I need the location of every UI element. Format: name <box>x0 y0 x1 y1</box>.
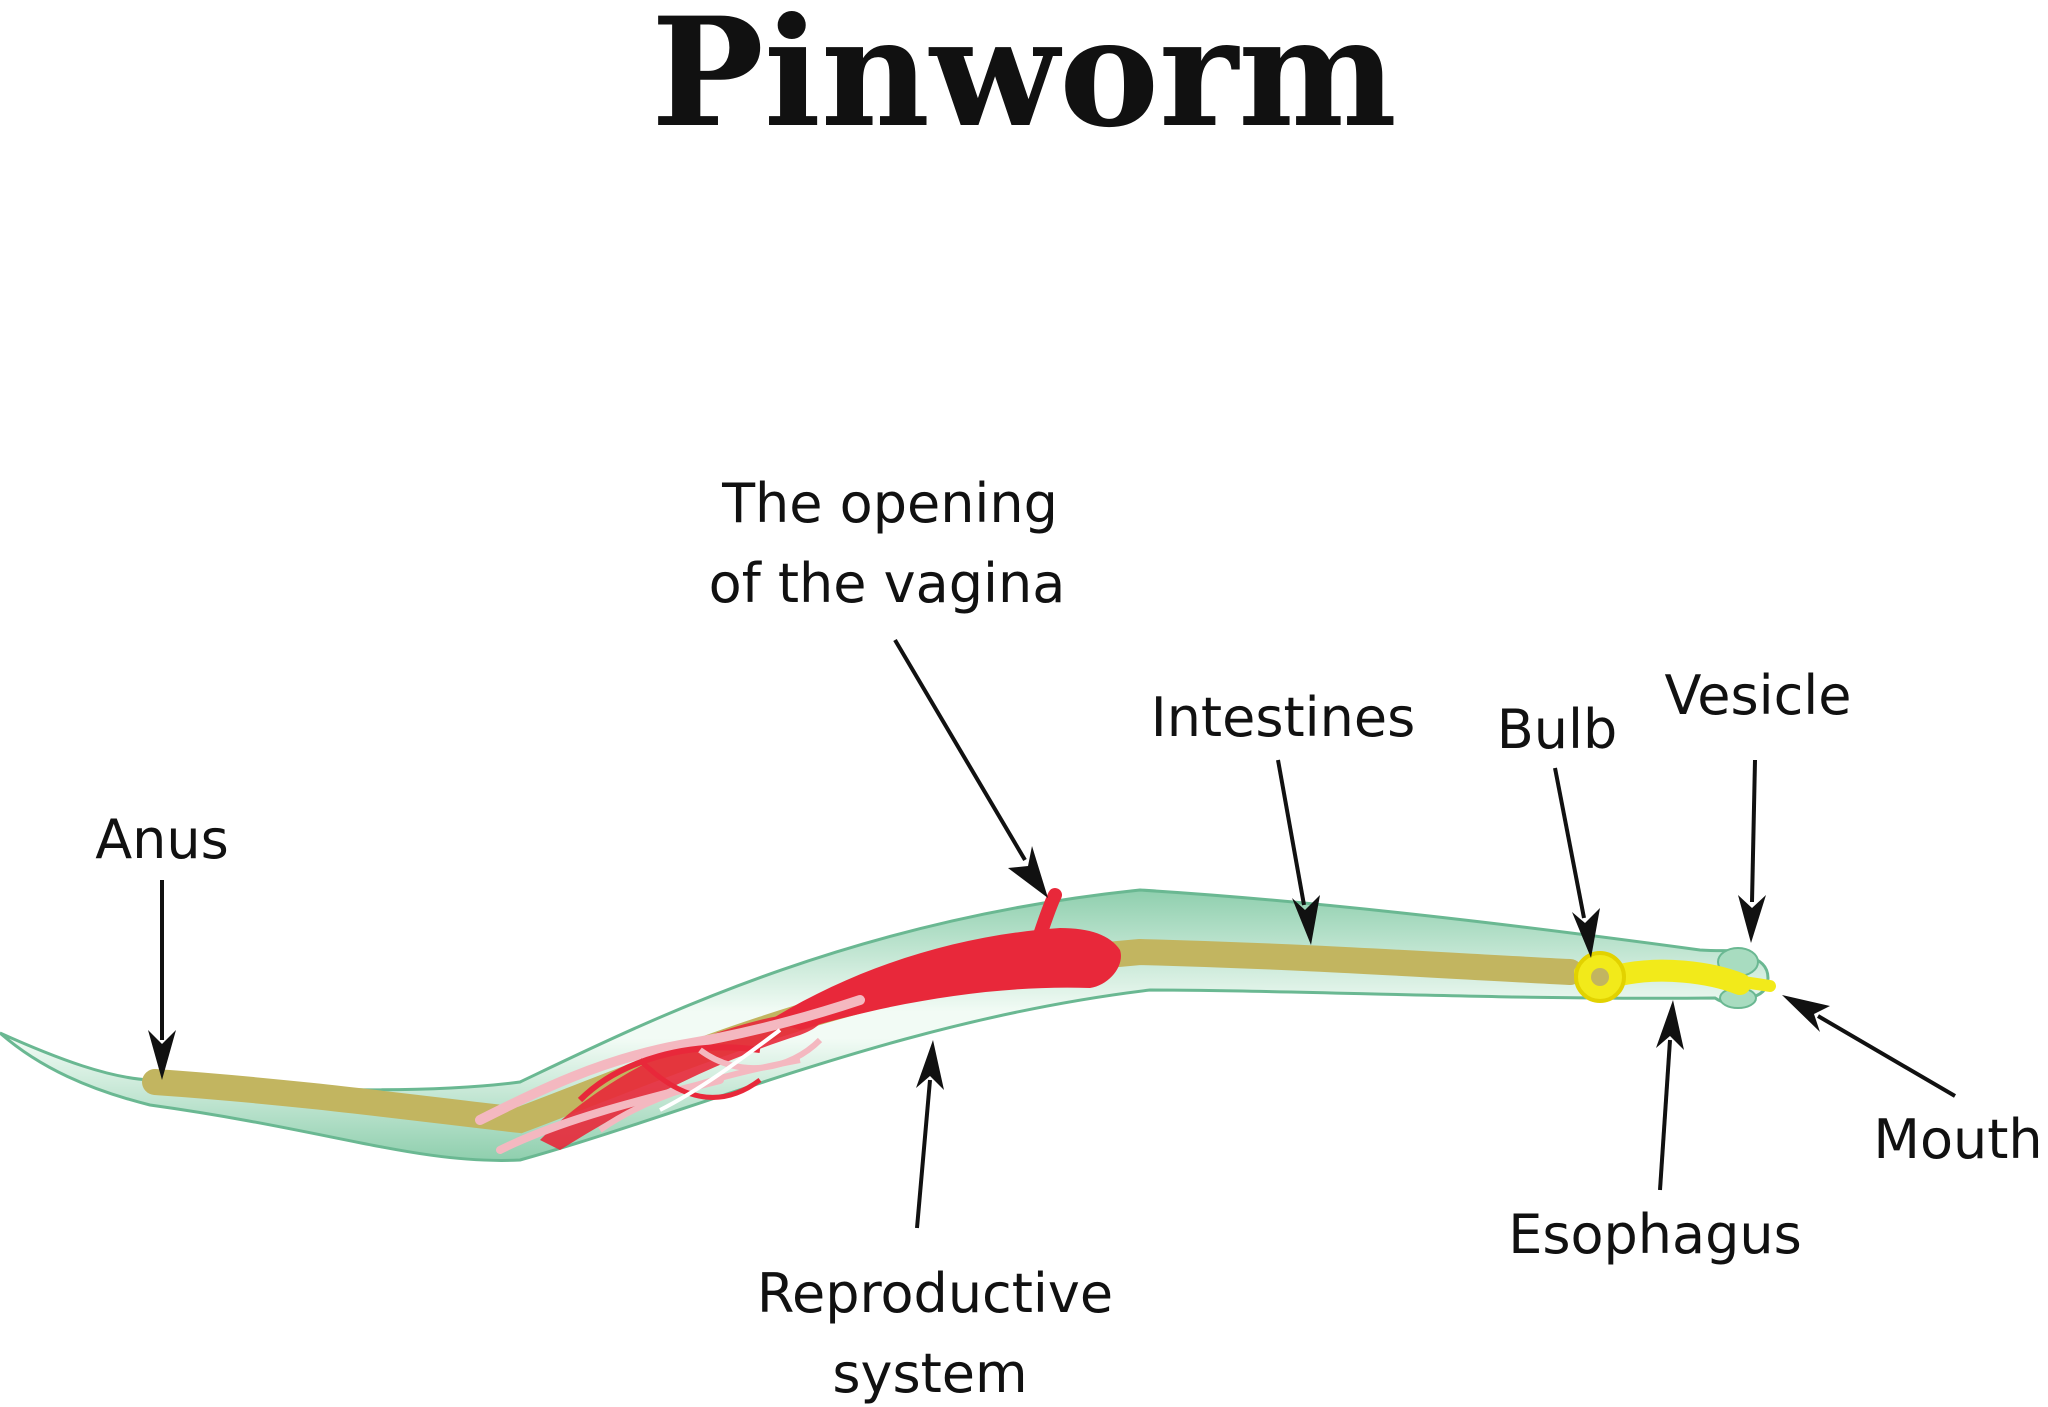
label-vesicle: Vesicle <box>1664 664 1851 727</box>
arrow-intestines <box>1276 759 1306 906</box>
reproductive-organs <box>475 888 1121 1154</box>
worm-body <box>0 888 1770 1162</box>
arrow-bulb <box>1553 767 1586 919</box>
label-reproductive-line1: Reproductive <box>757 1262 1113 1325</box>
arrow-vagina-opening <box>893 638 1027 862</box>
label-bulb: Bulb <box>1497 698 1618 761</box>
label-vagina-opening-line2: of the vagina <box>709 552 1066 615</box>
worm-illustration <box>0 888 1776 1162</box>
label-anus: Anus <box>95 808 229 871</box>
label-mouth: Mouth <box>1873 1108 2042 1171</box>
arrow-mouth <box>1816 1014 1957 1098</box>
label-intestines: Intestines <box>1151 686 1415 749</box>
arrow-esophagus <box>1658 1039 1672 1191</box>
arrow-reproductive <box>915 1079 932 1229</box>
label-vagina-opening-line1: The opening <box>721 472 1058 535</box>
diagram-title: Pinworm <box>651 0 1397 161</box>
arrow-vesicle <box>1750 759 1757 903</box>
pointer-arrows <box>148 638 1957 1229</box>
label-esophagus: Esophagus <box>1508 1203 1802 1266</box>
label-reproductive-line2: system <box>832 1342 1027 1405</box>
